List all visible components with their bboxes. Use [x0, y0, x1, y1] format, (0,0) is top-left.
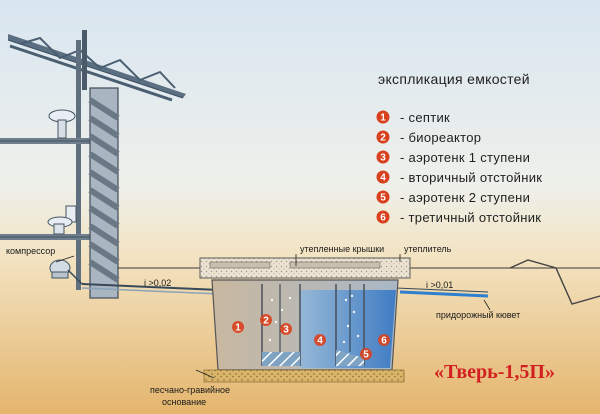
tank-marker	[280, 323, 292, 335]
legend-badge	[376, 210, 390, 224]
base-label-line2: основание	[162, 397, 206, 407]
tank-marker-number: 2	[263, 316, 269, 327]
legend-badge	[376, 170, 390, 184]
tank-marker-number: 5	[363, 350, 369, 361]
tank-marker	[360, 348, 372, 360]
gravel-base	[203, 369, 405, 383]
legend-item-text: - третичный отстойник	[400, 210, 541, 225]
legend-badge-number: 6	[380, 213, 386, 224]
legend-list: 1 - септик 2 - биореактор 3 - аэротенк 1…	[376, 110, 542, 225]
insulated-covers-label: утепленные крышки	[300, 244, 384, 254]
tank-marker	[378, 334, 390, 346]
legend-item-text: - аэротенк 2 ступени	[400, 190, 530, 205]
legend-item-text: - вторичный отстойник	[400, 170, 542, 185]
tank-marker-number: 4	[317, 336, 323, 347]
tank-marker-number: 3	[283, 325, 289, 336]
tank-marker-number: 6	[381, 336, 387, 347]
legend-badge	[376, 130, 390, 144]
legend-item: 3 - аэротенк 1 ступени	[376, 150, 530, 165]
insulation-label: утеплитель	[404, 244, 452, 254]
tank-marker	[260, 314, 272, 326]
legend-badge-number: 2	[380, 133, 386, 144]
legend-item: 1 - септик	[376, 110, 450, 125]
legend-item: 2 - биореактор	[376, 130, 481, 145]
tank-markers: 1 2 3 4 5 6	[232, 314, 390, 361]
legend-badge-number: 1	[380, 113, 386, 124]
tank-marker	[232, 321, 244, 333]
roadside-ditch	[509, 259, 600, 305]
pipes	[67, 269, 489, 298]
legend-item: 5 - аэротенк 2 ступени	[376, 190, 530, 205]
slope-left-label: i >0,02	[144, 278, 171, 288]
house	[0, 40, 92, 290]
legend-item: 4 - вторичный отстойник	[376, 170, 542, 185]
base-label-line1: песчано-гравийное	[150, 385, 230, 395]
toilet-icon	[47, 205, 77, 235]
compressor-label: компрессор	[6, 246, 55, 256]
legend-badge-number: 5	[380, 193, 386, 204]
sink-icon	[48, 109, 76, 139]
legend-badge	[376, 190, 390, 204]
tank-marker-number: 1	[235, 323, 241, 334]
legend-item: 6 - третичный отстойник	[376, 210, 541, 225]
legend-badge	[376, 150, 390, 164]
insulated-covers	[199, 257, 411, 279]
tank-marker	[314, 334, 326, 346]
legend-item-text: - септик	[400, 110, 450, 125]
roof	[7, 34, 186, 102]
slope-right-label: i >0,01	[426, 280, 453, 290]
legend-badge	[376, 110, 390, 124]
leader-lines	[55, 254, 491, 379]
legend-title: экспликация емкостей	[378, 71, 530, 87]
model-name: «Тверь-1,5П»	[434, 361, 555, 383]
legend-badge-number: 4	[380, 173, 386, 184]
vent-column	[82, 30, 120, 299]
compressor-icon	[49, 259, 71, 279]
legend-badge-number: 3	[380, 153, 386, 164]
legend-item-text: - аэротенк 1 ступени	[400, 150, 530, 165]
roadside-ditch-label: придорожный кювет	[436, 310, 520, 320]
tank	[211, 279, 399, 371]
legend-item-text: - биореактор	[400, 130, 481, 145]
